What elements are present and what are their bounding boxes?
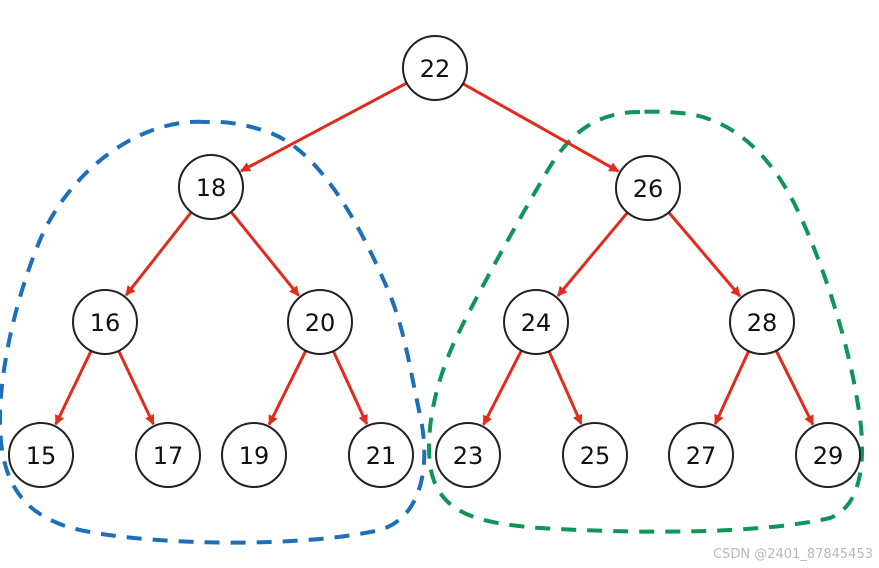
node-label: 25 xyxy=(580,442,611,470)
node-label: 29 xyxy=(813,442,844,470)
node-circle xyxy=(795,422,861,488)
edge-24-to-23 xyxy=(482,349,523,426)
node-label: 24 xyxy=(521,309,552,337)
node-circle xyxy=(562,422,628,488)
node-circle xyxy=(435,422,501,488)
node-circle xyxy=(72,289,138,355)
node-circle xyxy=(503,289,569,355)
edge-18-to-20 xyxy=(229,210,300,297)
tree-node-29: 29 xyxy=(795,422,861,488)
tree-node-25: 25 xyxy=(562,422,628,488)
tree-node-15: 15 xyxy=(8,422,74,488)
tree-node-26: 26 xyxy=(615,155,681,221)
node-label: 26 xyxy=(633,175,664,203)
node-label: 19 xyxy=(239,442,270,470)
edge-16-to-15 xyxy=(54,350,93,426)
edge-26-to-28 xyxy=(667,211,742,298)
edges-layer xyxy=(54,81,815,426)
right-subtree-region xyxy=(427,109,865,534)
node-label: 17 xyxy=(153,442,184,470)
tree-node-28: 28 xyxy=(729,289,795,355)
tree-node-18: 18 xyxy=(178,154,244,220)
node-circle xyxy=(221,422,287,488)
edge-20-to-21 xyxy=(331,350,369,426)
tree-node-16: 16 xyxy=(72,289,138,355)
node-label: 22 xyxy=(420,55,451,83)
node-circle xyxy=(178,154,244,220)
watermark-text: CSDN @2401_87845453 xyxy=(713,547,873,562)
node-circle xyxy=(402,35,468,101)
edge-18-to-16 xyxy=(124,211,193,297)
tree-node-22: 22 xyxy=(402,35,468,101)
tree-node-24: 24 xyxy=(503,289,569,355)
node-label: 28 xyxy=(747,309,778,337)
tree-node-17: 17 xyxy=(135,422,201,488)
node-circle xyxy=(135,422,201,488)
node-label: 20 xyxy=(305,309,336,337)
edge-22-to-26 xyxy=(462,82,620,173)
edge-22-to-18 xyxy=(240,81,408,173)
node-label: 16 xyxy=(90,309,121,337)
tree-node-21: 21 xyxy=(348,422,414,488)
node-label: 18 xyxy=(196,174,227,202)
tree-node-27: 27 xyxy=(668,422,734,488)
edge-28-to-29 xyxy=(774,349,815,426)
nodes-layer: 22 18 26 16 20 24 28 15 17 19 21 23 25 27 29 xyxy=(8,35,861,488)
node-label: 15 xyxy=(26,442,57,470)
edge-20-to-19 xyxy=(267,349,308,426)
node-label: 27 xyxy=(686,442,717,470)
left-subtree-region xyxy=(0,119,427,545)
tree-node-19: 19 xyxy=(221,422,287,488)
tree-node-23: 23 xyxy=(435,422,501,488)
edge-16-to-17 xyxy=(117,350,155,426)
node-circle xyxy=(8,422,74,488)
node-circle xyxy=(668,422,734,488)
node-circle xyxy=(287,289,353,355)
edge-26-to-24 xyxy=(556,211,629,297)
tree-node-20: 20 xyxy=(287,289,353,355)
node-label: 21 xyxy=(366,442,397,470)
edge-24-to-25 xyxy=(547,350,583,425)
node-circle xyxy=(615,155,681,221)
node-circle xyxy=(729,289,795,355)
node-circle xyxy=(348,422,414,488)
edge-28-to-27 xyxy=(713,350,751,426)
node-label: 23 xyxy=(453,442,484,470)
